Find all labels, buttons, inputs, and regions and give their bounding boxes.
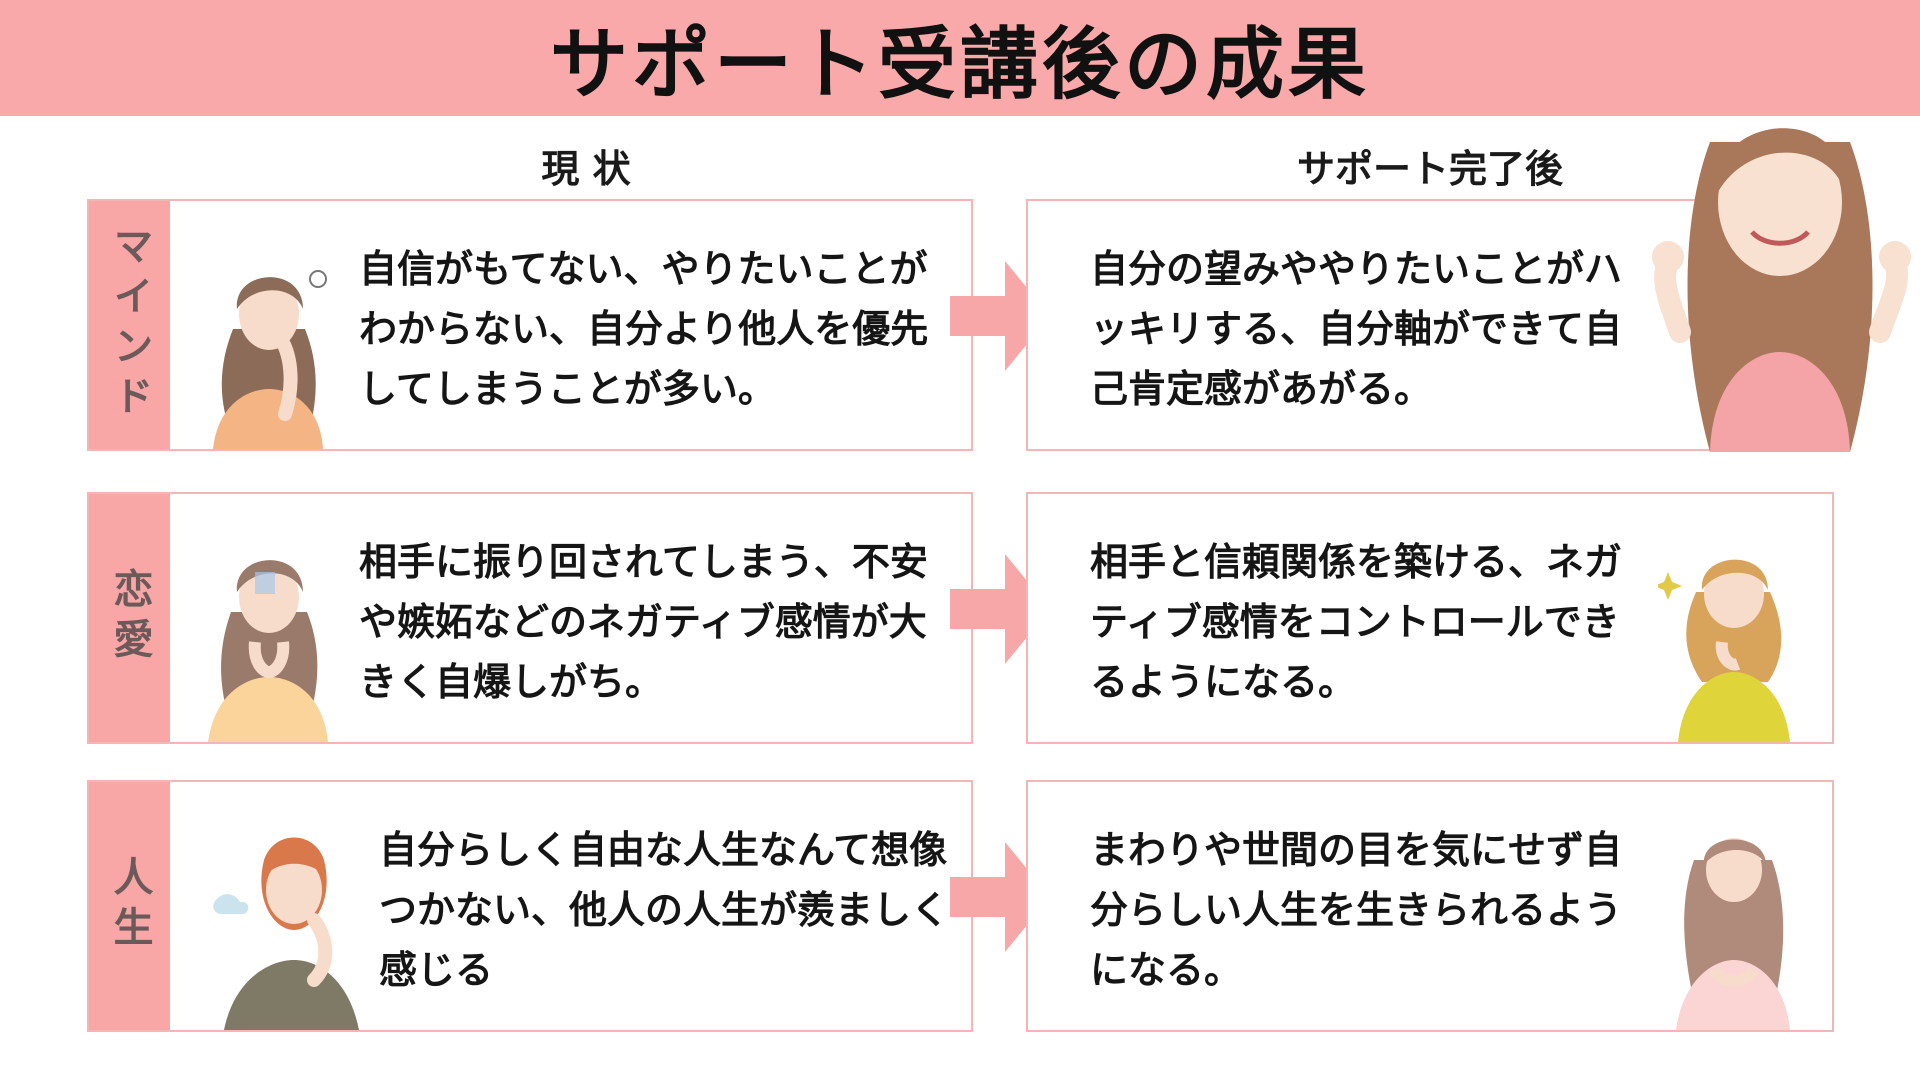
cheering-woman-illustration [1652,128,1911,452]
current-card-love: 恋愛 相手に振り回されてしまう、不安や嫉妬などのネガティブ感情が大きく自爆しがち… [87,492,973,744]
current-card-mind: マインド 自信がもてない、やりたいことがわからない、自分より他人を優先してしまう… [87,199,973,451]
after-card-life: まわりや世間の目を気にせず自分らしい人生を生きられるようになる。 [1026,780,1834,1032]
current-text: 相手に振り回されてしまう、不安や嫉妬などのネガティブ感情が大きく自爆しがち。 [359,540,928,704]
arrow-right-icon [950,261,1050,371]
current-text: 自分らしく自由な人生なんて想像つかない、他人の人生が羨ましく感じる [379,828,950,992]
arrow-right-icon [950,554,1050,664]
page-title: サポート受講後の成果 [549,20,1370,110]
current-text: 自信がもてない、やりたいことがわからない、自分より他人を優先してしまうことが多い… [359,247,929,411]
row-mind: マインド 自信がもてない、やりたいことがわからない、自分より他人を優先してしまう… [0,199,1920,453]
current-card-life: 人生 自分らしく自由な人生なんて想像つかない、他人の人生が羨ましく感じる [87,780,973,1032]
arrow-right-icon [950,842,1050,952]
after-text: まわりや世間の目を気にせず自分らしい人生を生きられるようになる。 [1090,828,1623,992]
anxious-woman-illustration [208,560,328,742]
category-label: 人生 [89,782,170,1030]
header-after: サポート完了後 [1296,147,1563,191]
happy-woman-illustration [1658,559,1790,742]
header-current: 現 状 [541,147,631,191]
row-life: 人生 自分らしく自由な人生なんて想像つかない、他人の人生が羨ましく感じる まわり… [0,780,1920,1034]
worried-woman-illustration [213,270,327,449]
row-love: 恋愛 相手に振り回されてしまう、不安や嫉妬などのネガティブ感情が大きく自爆しがち… [0,492,1920,746]
category-label: 恋愛 [89,494,170,742]
after-text: 自分の望みややりたいことがハッキリする、自分軸ができて自己肯定感があがる。 [1090,247,1623,411]
title-banner: サポート受講後の成果 [0,0,1920,116]
category-label: マインド [89,201,170,449]
after-text: 相手と信頼関係を築ける、ネガティブ感情をコントロールできるようになる。 [1090,540,1623,704]
sighing-woman-illustration [213,837,359,1030]
after-card-love: 相手と信頼関係を築ける、ネガティブ感情をコントロールできるようになる。 [1026,492,1834,744]
calm-woman-illustration [1676,838,1790,1030]
